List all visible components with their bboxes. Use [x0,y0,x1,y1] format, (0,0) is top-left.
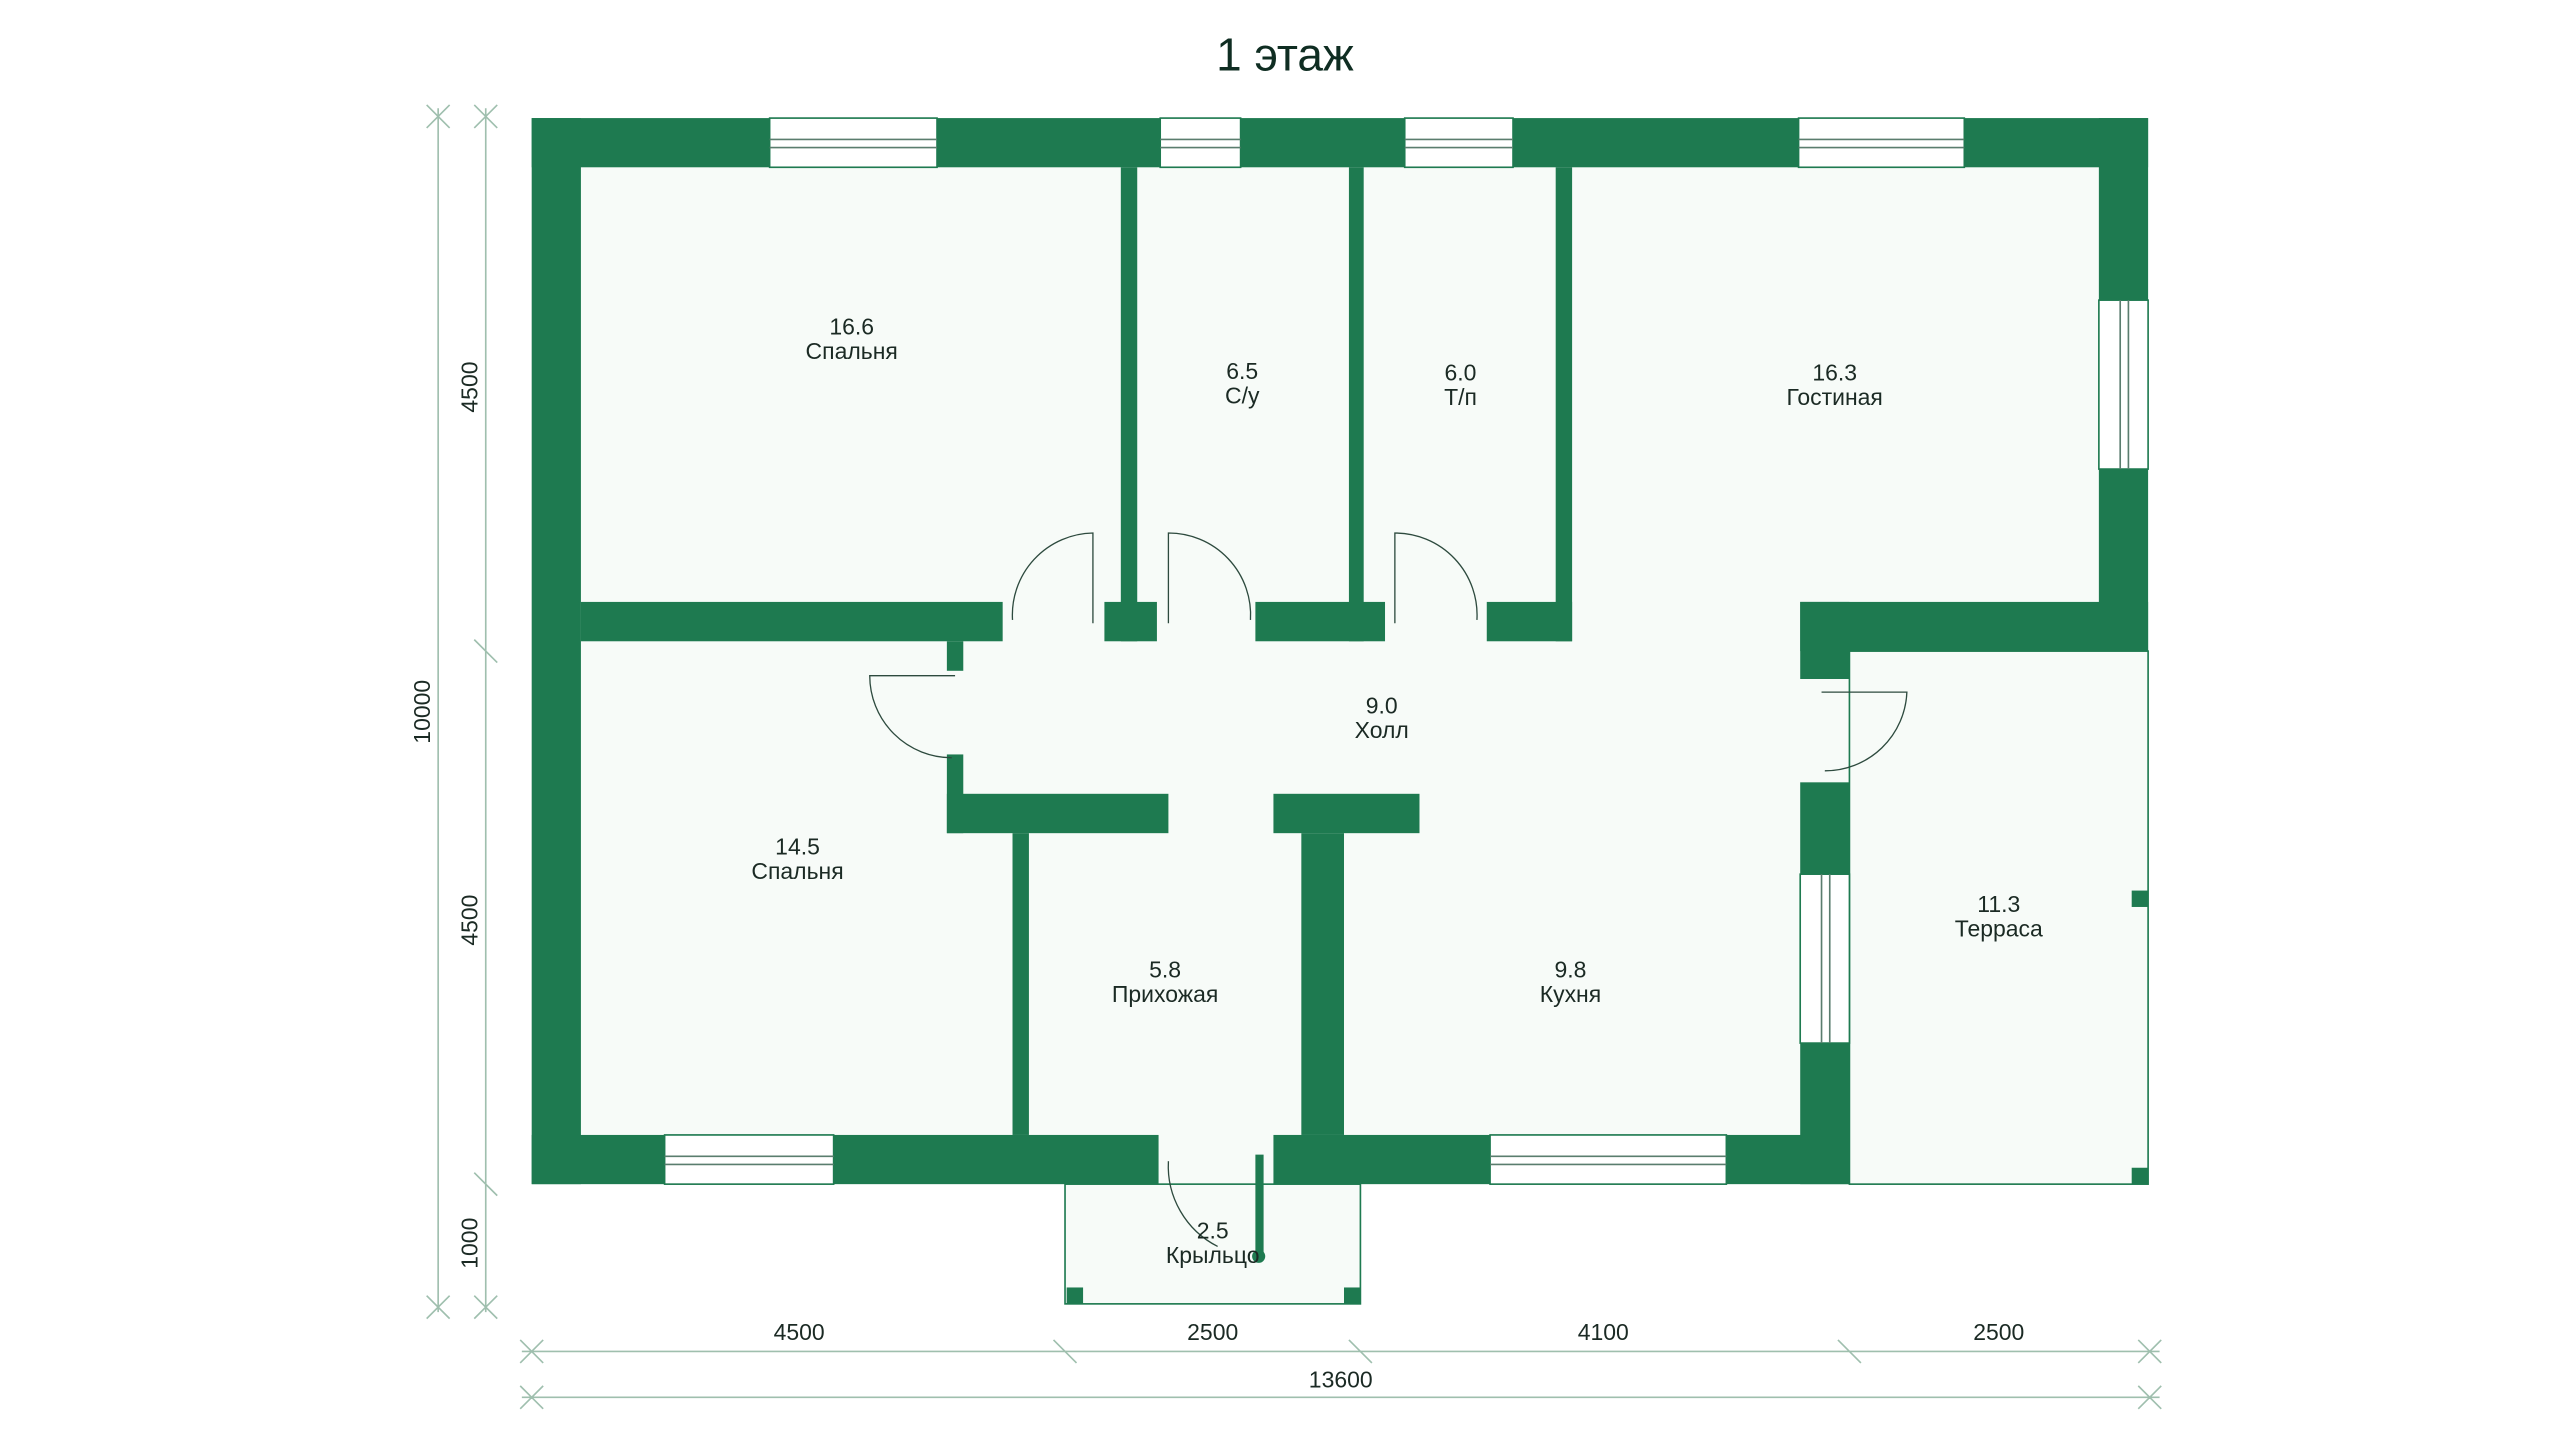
svg-text:9.8: 9.8 [1554,957,1586,983]
svg-text:Т/п: Т/п [1444,384,1477,410]
svg-text:11.3: 11.3 [1977,891,2020,917]
windows [663,117,2149,1185]
svg-text:2500: 2500 [1187,1319,1238,1345]
svg-text:Прихожая: Прихожая [1112,981,1218,1007]
svg-text:1000: 1000 [457,1218,483,1269]
svg-text:9.0: 9.0 [1366,692,1398,718]
svg-text:16.3: 16.3 [1812,360,1857,386]
plan-title: 1 этаж [1216,29,1354,81]
svg-text:4500: 4500 [457,362,483,413]
doors [869,532,1908,1248]
svg-text:Спальня: Спальня [806,338,898,364]
svg-text:5.8: 5.8 [1149,957,1181,983]
svg-text:6.5: 6.5 [1226,358,1258,384]
svg-text:Терраса: Терраса [1955,915,2043,941]
dimension-lines: 10000 4500 4500 1000 4500 2500 4100 2500… [409,104,2162,1410]
svg-text:Спальня: Спальня [751,858,843,884]
svg-text:С/у: С/у [1225,382,1260,408]
svg-text:Холл: Холл [1355,717,1409,743]
svg-text:4500: 4500 [774,1319,825,1345]
svg-text:2500: 2500 [1973,1319,2024,1345]
svg-text:6.0: 6.0 [1445,360,1477,386]
svg-text:10000: 10000 [409,680,435,744]
svg-text:2.5: 2.5 [1197,1217,1229,1243]
svg-text:Крыльцо: Крыльцо [1166,1242,1260,1268]
svg-text:16.6: 16.6 [829,314,874,340]
svg-text:4500: 4500 [457,895,483,946]
svg-text:4100: 4100 [1578,1319,1629,1345]
svg-text:13600: 13600 [1309,1367,1373,1393]
svg-text:Гостиная: Гостиная [1786,384,1882,410]
svg-text:Кухня: Кухня [1540,981,1601,1007]
svg-text:14.5: 14.5 [775,833,820,859]
